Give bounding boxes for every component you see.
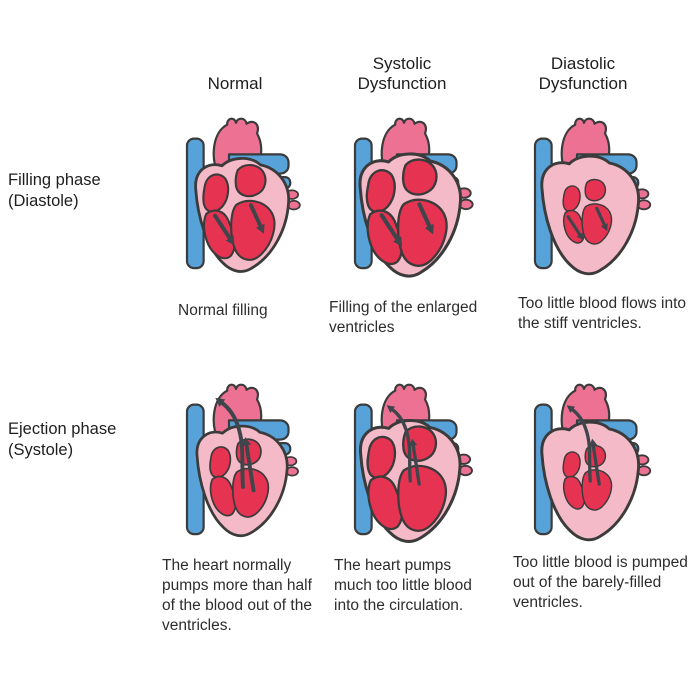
left-ventricle-chamber xyxy=(230,199,276,261)
caption-diastolic-filling: Too little blood flows into the stiff ve… xyxy=(518,295,687,333)
left-atrium-chamber xyxy=(402,425,438,462)
heart-normal-ejection-illustration xyxy=(166,374,306,556)
heart-chambers xyxy=(365,158,448,267)
right-ventricle-chamber xyxy=(366,209,404,266)
right-ventricle-chamber xyxy=(562,475,586,510)
heart-chambers xyxy=(366,425,447,532)
caption-systolic-ejection: The heart pumps much too little blood in… xyxy=(334,557,472,615)
right-atrium-chamber xyxy=(562,451,581,479)
heart-chambers xyxy=(562,444,613,511)
row-label-filling-phase: Filling phase (Diastole) xyxy=(8,171,101,211)
filling-flow-arrows xyxy=(213,203,265,246)
left-ventricle-chamber xyxy=(581,203,613,245)
heart-diastolic-filling-illustration xyxy=(514,108,654,290)
heart-cross-section xyxy=(185,383,299,538)
heart-normal-filling-illustration xyxy=(166,108,306,290)
heart-systolic-filling-illustration xyxy=(334,108,474,290)
heart-chambers xyxy=(202,164,276,261)
ejection-flow-arrows xyxy=(566,405,601,486)
row-label-ejection-phase: Ejection phase (Systole) xyxy=(8,420,117,460)
heart-cross-section xyxy=(353,383,473,543)
heart-systolic-ejection-illustration xyxy=(334,374,474,556)
heart-cross-section xyxy=(353,117,474,278)
right-atrium-chamber xyxy=(562,185,581,213)
right-ventricle-chamber xyxy=(367,475,404,531)
column-header-systolic-dysfunction: Systolic Dysfunction xyxy=(357,53,447,93)
right-atrium-chamber xyxy=(202,173,230,213)
heart-cross-section xyxy=(533,117,652,276)
right-atrium-chamber xyxy=(209,446,232,479)
heart-diastolic-ejection-illustration xyxy=(514,374,654,556)
filling-flow-arrows xyxy=(379,202,434,247)
caption-normal-filling: Normal filling xyxy=(178,302,268,319)
left-atrium-chamber xyxy=(584,178,607,202)
left-atrium-chamber xyxy=(234,164,267,198)
right-ventricle-chamber xyxy=(209,475,237,517)
left-atrium-chamber xyxy=(401,158,438,196)
right-atrium-chamber xyxy=(366,435,397,480)
caption-normal-ejection: The heart normally pumps more than half … xyxy=(162,557,312,635)
caption-systolic-filling: Filling of the enlarged ventricles xyxy=(329,299,478,337)
caption-diastolic-ejection: Too little blood is pumped out of the ba… xyxy=(513,554,688,612)
heart-cross-section xyxy=(533,383,652,542)
column-header-normal: Normal xyxy=(207,73,263,93)
heart-cross-section xyxy=(185,117,301,273)
right-ventricle-chamber xyxy=(202,209,236,260)
heart-chambers xyxy=(562,178,613,245)
heart-chambers xyxy=(209,438,270,518)
right-atrium-chamber xyxy=(365,169,396,214)
ejection-flow-arrows xyxy=(386,405,421,486)
column-header-diastolic-dysfunction: Diastolic Dysfunction xyxy=(538,53,628,93)
ejection-flow-arrows xyxy=(215,397,256,493)
filling-flow-arrows xyxy=(566,206,608,241)
